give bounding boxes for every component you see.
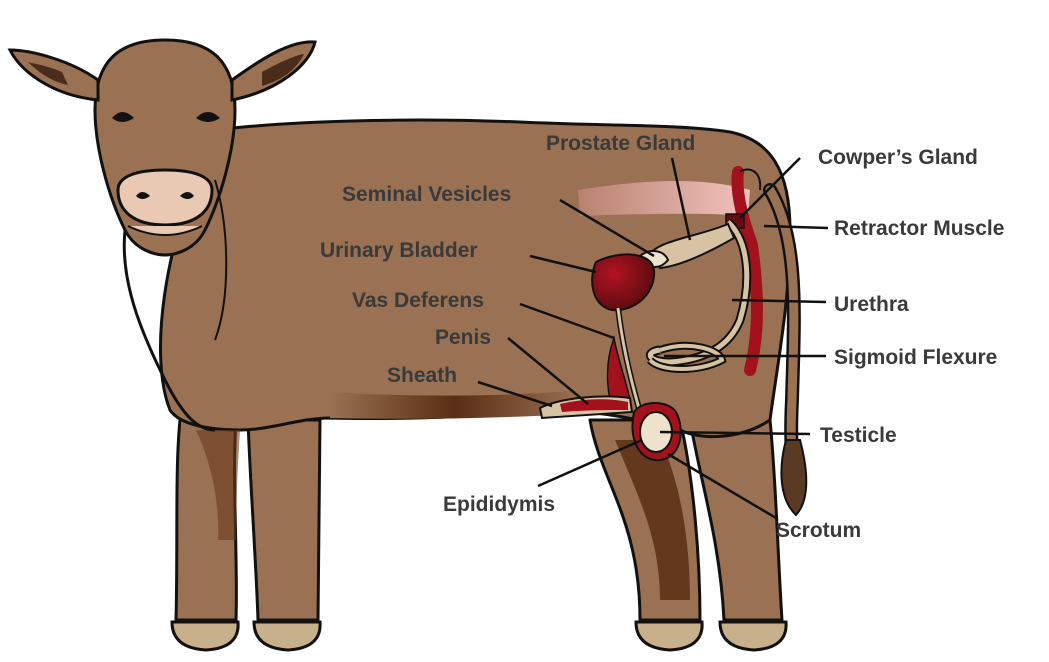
front-right-leg: [248, 420, 320, 620]
hooves: [172, 622, 786, 650]
hoof-2: [254, 622, 320, 650]
label-sigmoid-flexure: Sigmoid Flexure: [834, 347, 997, 368]
label-sheath: Sheath: [387, 365, 457, 386]
label-vas-deferens: Vas Deferens: [352, 290, 484, 311]
hoof-1: [172, 622, 238, 650]
label-scrotum: Scrotum: [776, 520, 861, 541]
hoof-4: [720, 622, 786, 650]
label-prostate-gland: Prostate Gland: [546, 133, 695, 154]
tail-switch: [781, 440, 806, 515]
hind-right-leg: [690, 420, 782, 620]
label-cowpers-gland: Cowper’s Gland: [818, 147, 978, 168]
label-urinary-bladder: Urinary Bladder: [320, 240, 478, 261]
label-testicle: Testicle: [820, 425, 897, 446]
label-urethra: Urethra: [834, 294, 909, 315]
cow-legs: [176, 420, 782, 620]
label-seminal-vesicles: Seminal Vesicles: [342, 184, 511, 205]
hoof-3: [636, 622, 702, 650]
label-retractor-muscle: Retractor Muscle: [834, 218, 1004, 239]
label-penis: Penis: [435, 327, 491, 348]
cow-body: [160, 120, 790, 437]
label-epididymis: Epididymis: [443, 494, 555, 515]
muzzle: [118, 170, 212, 225]
